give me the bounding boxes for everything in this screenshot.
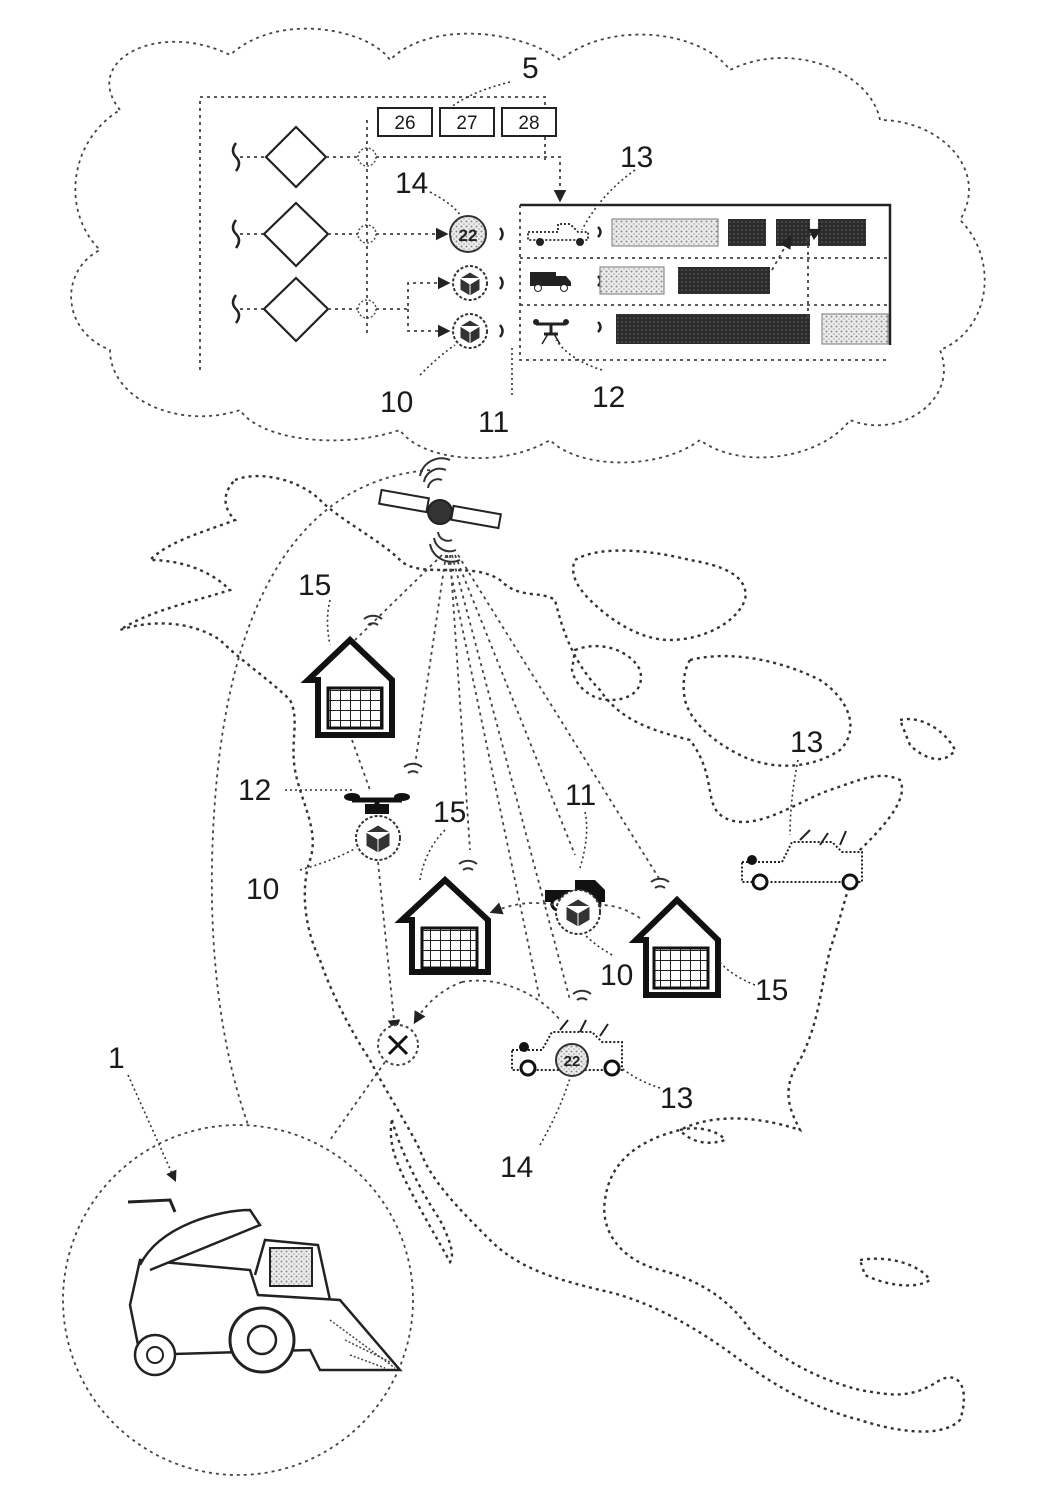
label-cloud-ref: 5 <box>522 52 539 85</box>
decision-diamond-icon <box>266 127 326 187</box>
label-panel-product: 10 <box>380 386 413 419</box>
label-panel-id: 14 <box>395 167 428 200</box>
decision-diamond-icon <box>264 278 328 341</box>
warehouse-icon <box>636 900 718 995</box>
svg-text:22: 22 <box>459 226 478 245</box>
label-map-drone: 12 <box>238 774 271 807</box>
drone-icon <box>344 793 410 814</box>
truck-icon <box>742 830 862 889</box>
label-warehouse-mid: 15 <box>433 796 466 829</box>
svg-text:22: 22 <box>564 1053 581 1070</box>
label-warehouse-east: 15 <box>755 974 788 1007</box>
label-truck-product: 10 <box>600 959 633 992</box>
label-panel-truck: 13 <box>620 141 653 174</box>
drone-icon <box>533 319 569 344</box>
function-boxes: 26 27 28 <box>378 108 556 136</box>
satellite-icon <box>379 490 501 528</box>
label-harvester: 1 <box>108 1042 125 1075</box>
label-panel-drone: 12 <box>592 381 625 414</box>
label-truck-route: 11 <box>565 779 596 812</box>
warehouse-icon <box>308 640 392 735</box>
harvester-detail <box>63 1125 413 1475</box>
decision-diamond-icon <box>264 203 328 266</box>
label-truck-ne: 13 <box>790 726 823 759</box>
box-28: 28 <box>518 113 539 134</box>
decision-rows <box>233 120 560 341</box>
schedule-panel <box>520 205 890 360</box>
label-map-drone-product: 10 <box>246 873 279 906</box>
label-warehouse-nw: 15 <box>298 569 331 602</box>
warehouse-icon <box>402 880 488 972</box>
truck-icon <box>528 224 588 246</box>
label-truck-south: 13 <box>660 1082 693 1115</box>
box-27: 27 <box>456 113 477 134</box>
panel-nodes: 22 <box>450 216 503 348</box>
satellite-links <box>355 555 660 1000</box>
truck-icon <box>530 272 571 292</box>
label-id-south: 14 <box>500 1151 533 1184</box>
label-panel-link: 11 <box>478 406 509 439</box>
box-26: 26 <box>394 113 415 134</box>
